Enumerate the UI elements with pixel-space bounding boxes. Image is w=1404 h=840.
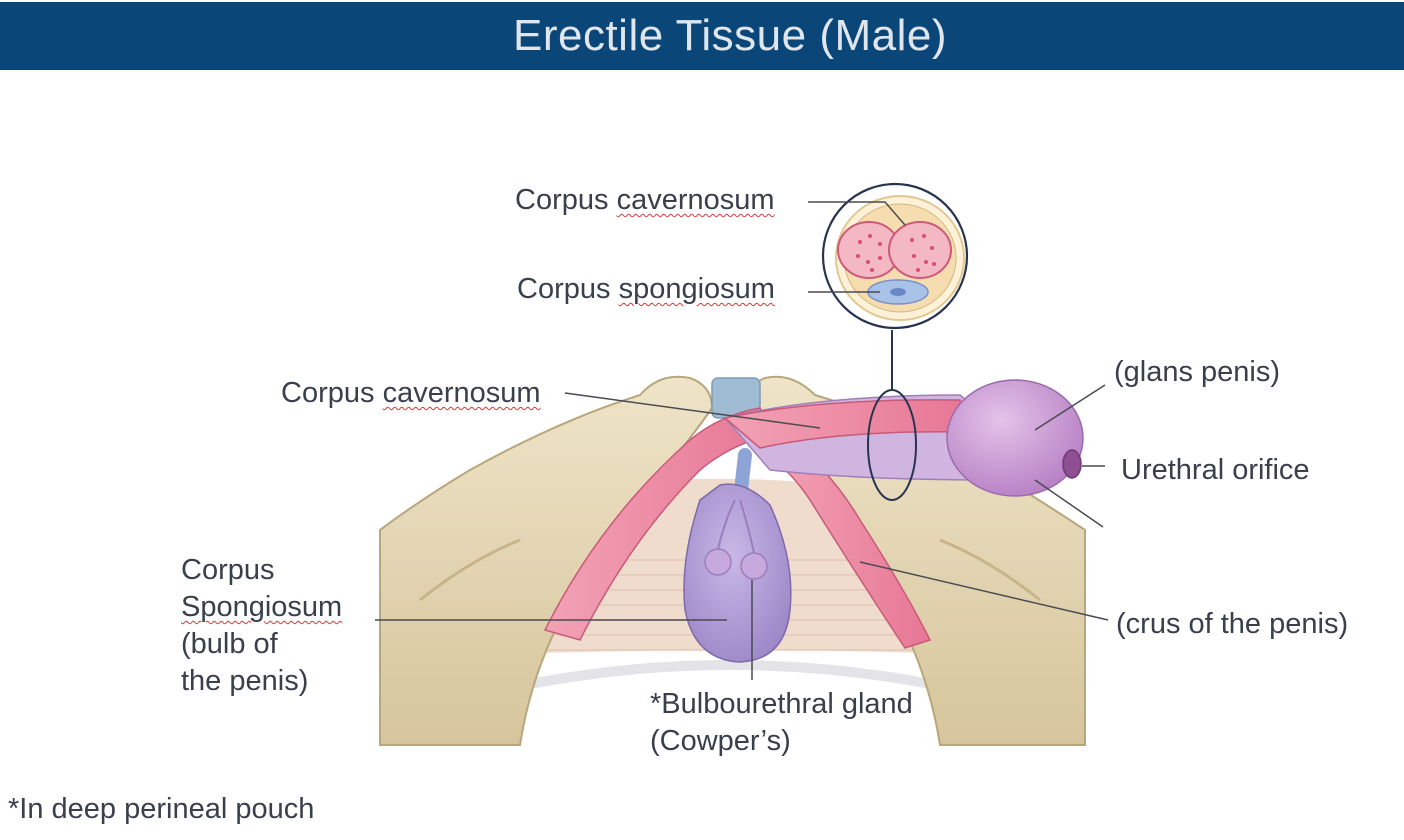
leader-glans — [1034, 384, 1106, 431]
label-corpus-spongiosum-cross-section: Corpus spongiosum — [517, 271, 775, 308]
bulbourethral-glands — [704, 499, 768, 580]
label-line: (bulb of — [181, 628, 278, 660]
section-indicator — [867, 330, 917, 501]
label-corpus-cavernosum-cross-section: Corpus cavernosum — [515, 182, 775, 219]
label-word: spongiosum — [618, 273, 775, 305]
glans-penis — [946, 379, 1084, 497]
label-line: Corpus — [181, 554, 275, 586]
label-word: Corpus — [281, 377, 375, 409]
leader-lines — [375, 201, 1109, 680]
label-word: Corpus — [515, 184, 609, 216]
label-word: Corpus — [517, 273, 611, 305]
footnote: *In deep perineal pouch — [8, 793, 315, 825]
bulb-of-penis — [683, 483, 792, 663]
label-line: (Cowper’s) — [650, 725, 791, 757]
cross-section-inset — [821, 182, 969, 330]
label-line: *Bulbourethral gland — [650, 688, 913, 720]
label-corpus-cavernosum-main: Corpus cavernosum — [281, 375, 541, 412]
label-bulbourethral-gland: *Bulbourethral gland (Cowper’s) — [650, 686, 913, 760]
slide-title: Erectile Tissue (Male) — [512, 11, 947, 60]
label-urethral-orifice: Urethral orifice — [1121, 454, 1310, 486]
leader-crus — [859, 561, 1109, 621]
label-crus-of-penis: (crus of the penis) — [1116, 608, 1349, 640]
leader-cross-cavernosum — [808, 201, 906, 226]
label-line: Spongiosum — [181, 591, 343, 623]
label-corpus-spongiosum-bulb: Corpus Spongiosum (bulb of the penis) — [181, 552, 342, 700]
label-glans-penis: (glans penis) — [1114, 356, 1281, 388]
title-bar: Erectile Tissue (Male) — [0, 2, 1404, 70]
label-word: cavernosum — [616, 184, 775, 216]
penile-shaft — [723, 394, 991, 481]
leader-extra-shaft — [1034, 479, 1104, 528]
leader-main-cavernosum — [564, 392, 821, 429]
label-line: the penis) — [181, 665, 309, 697]
label-word: cavernosum — [382, 377, 541, 409]
